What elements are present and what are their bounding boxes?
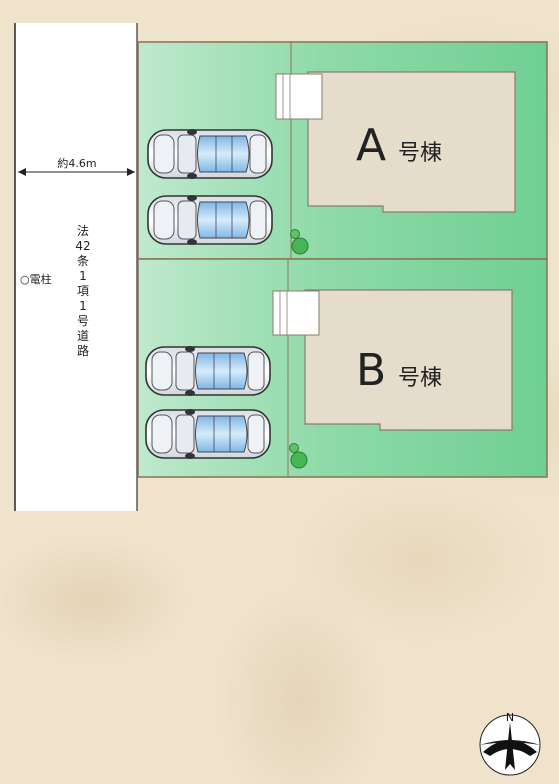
- road-name-char: 1: [79, 269, 87, 283]
- road-name-char: 条: [77, 254, 89, 268]
- road-width-dimension: 約4.6m: [18, 156, 135, 176]
- road-name-char: 42: [75, 239, 90, 253]
- utility-pole-label: ○電柱: [20, 272, 52, 286]
- car-icon: [147, 194, 273, 246]
- building-a-suffix: 号棟: [398, 141, 442, 166]
- road-name-char: 道: [77, 329, 89, 343]
- compass-icon: N: [479, 711, 541, 776]
- car-icon: [147, 128, 273, 180]
- car-icon: [145, 345, 271, 397]
- road-name-char: 号: [77, 314, 89, 328]
- road-width-label: 約4.6m: [57, 156, 96, 170]
- road-name-char: 1: [79, 299, 87, 313]
- car-icon: [145, 408, 271, 460]
- road-name-char: 項: [77, 284, 89, 298]
- building-b-letter: B: [356, 345, 386, 396]
- building-a: A 号棟: [275, 71, 516, 213]
- building-a-letter: A: [356, 120, 386, 171]
- road-name-char: 法: [77, 224, 89, 238]
- compass-north-label: N: [506, 711, 514, 724]
- building-b-suffix: 号棟: [398, 366, 442, 391]
- road: [15, 23, 137, 511]
- building-b: B 号棟: [272, 289, 513, 431]
- road-name-char: 路: [77, 343, 89, 358]
- road-name: 法 42 条 1 項 1 号 道 路: [75, 224, 90, 358]
